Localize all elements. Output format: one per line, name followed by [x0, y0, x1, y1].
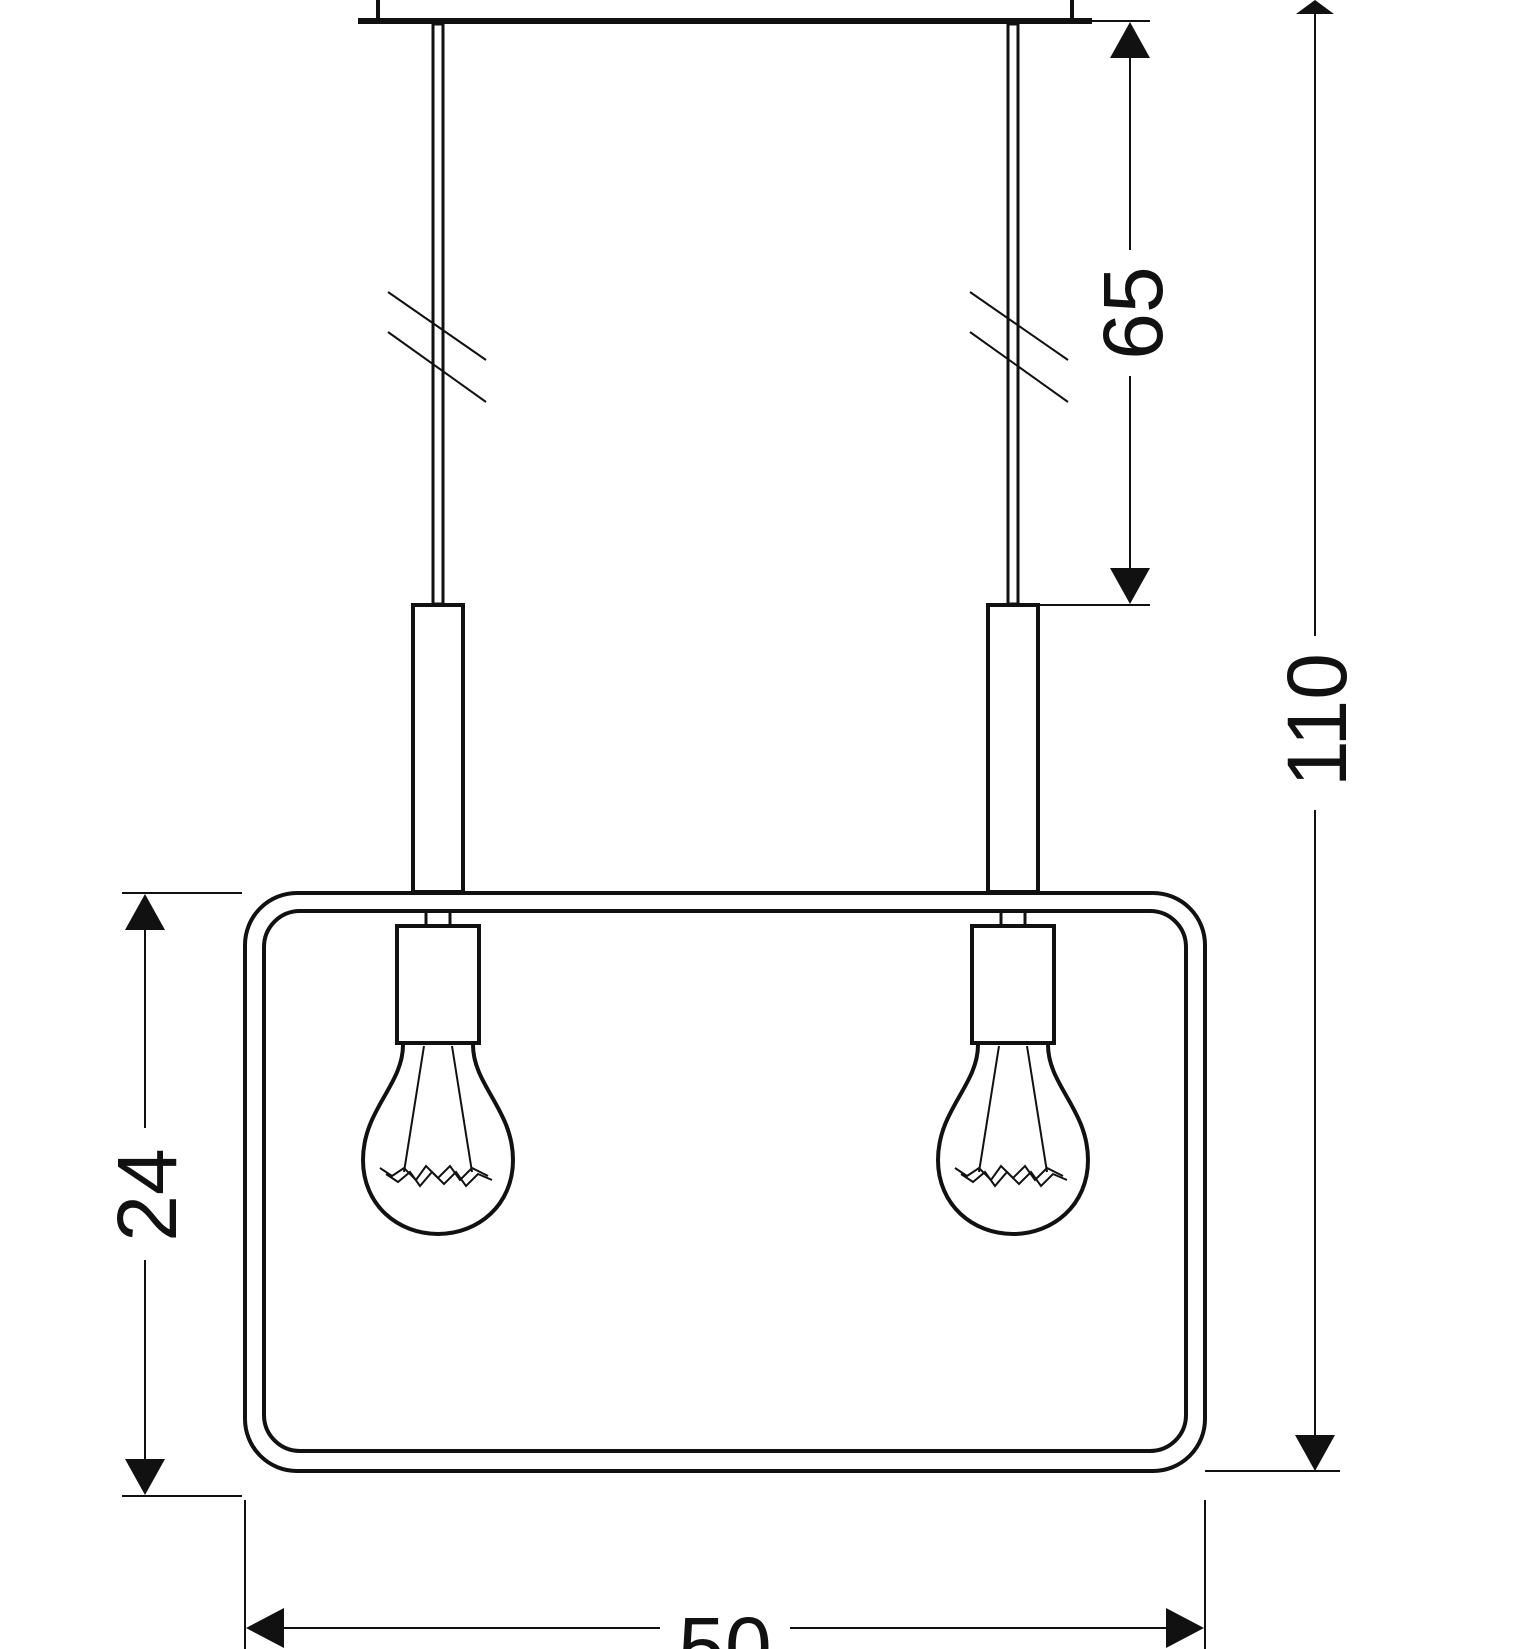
arrow-up-icon: [1110, 22, 1150, 58]
right-bulb: [935, 1044, 1091, 1237]
right-support-rod: [986, 603, 1040, 894]
right-socket-neck: [999, 909, 1027, 928]
rectangular-frame: [243, 891, 1207, 1473]
arrow-down-icon: [125, 1459, 165, 1495]
right-lamp: [935, 909, 1091, 1237]
dimension-label-frame-width: 50: [678, 1600, 771, 1649]
dimension-cable-length: 65: [1040, 20, 1180, 606]
dimension-frame-width: 50: [244, 1500, 1206, 1649]
arrow-down-icon: [1295, 1435, 1335, 1471]
left-support-rod: [411, 603, 465, 894]
dimension-total-height: 110: [1205, 0, 1364, 1472]
left-bulb: [360, 1044, 516, 1237]
arrow-right-icon: [1166, 1608, 1204, 1648]
left-lamp-socket: [395, 924, 481, 1045]
left-suspension-cable: [387, 22, 487, 606]
right-suspension-cable: [969, 22, 1069, 606]
dimension-label-frame-height: 24: [100, 1148, 194, 1241]
ceiling-canopy: [358, 0, 1092, 24]
right-lamp-socket: [970, 924, 1056, 1045]
dimension-frame-height: 24: [100, 892, 242, 1497]
left-lamp: [360, 909, 516, 1237]
arrow-up-icon: [125, 894, 165, 930]
arrow-down-icon: [1110, 568, 1150, 604]
dimension-label-cable-length: 65: [1086, 266, 1180, 359]
arrow-up-icon: [1296, 0, 1334, 14]
dimension-label-total-height: 110: [1270, 653, 1364, 787]
arrow-left-icon: [246, 1608, 284, 1648]
right-bulb-filament: [954, 1045, 1068, 1188]
left-socket-neck: [424, 909, 452, 928]
left-bulb-filament: [379, 1045, 493, 1188]
